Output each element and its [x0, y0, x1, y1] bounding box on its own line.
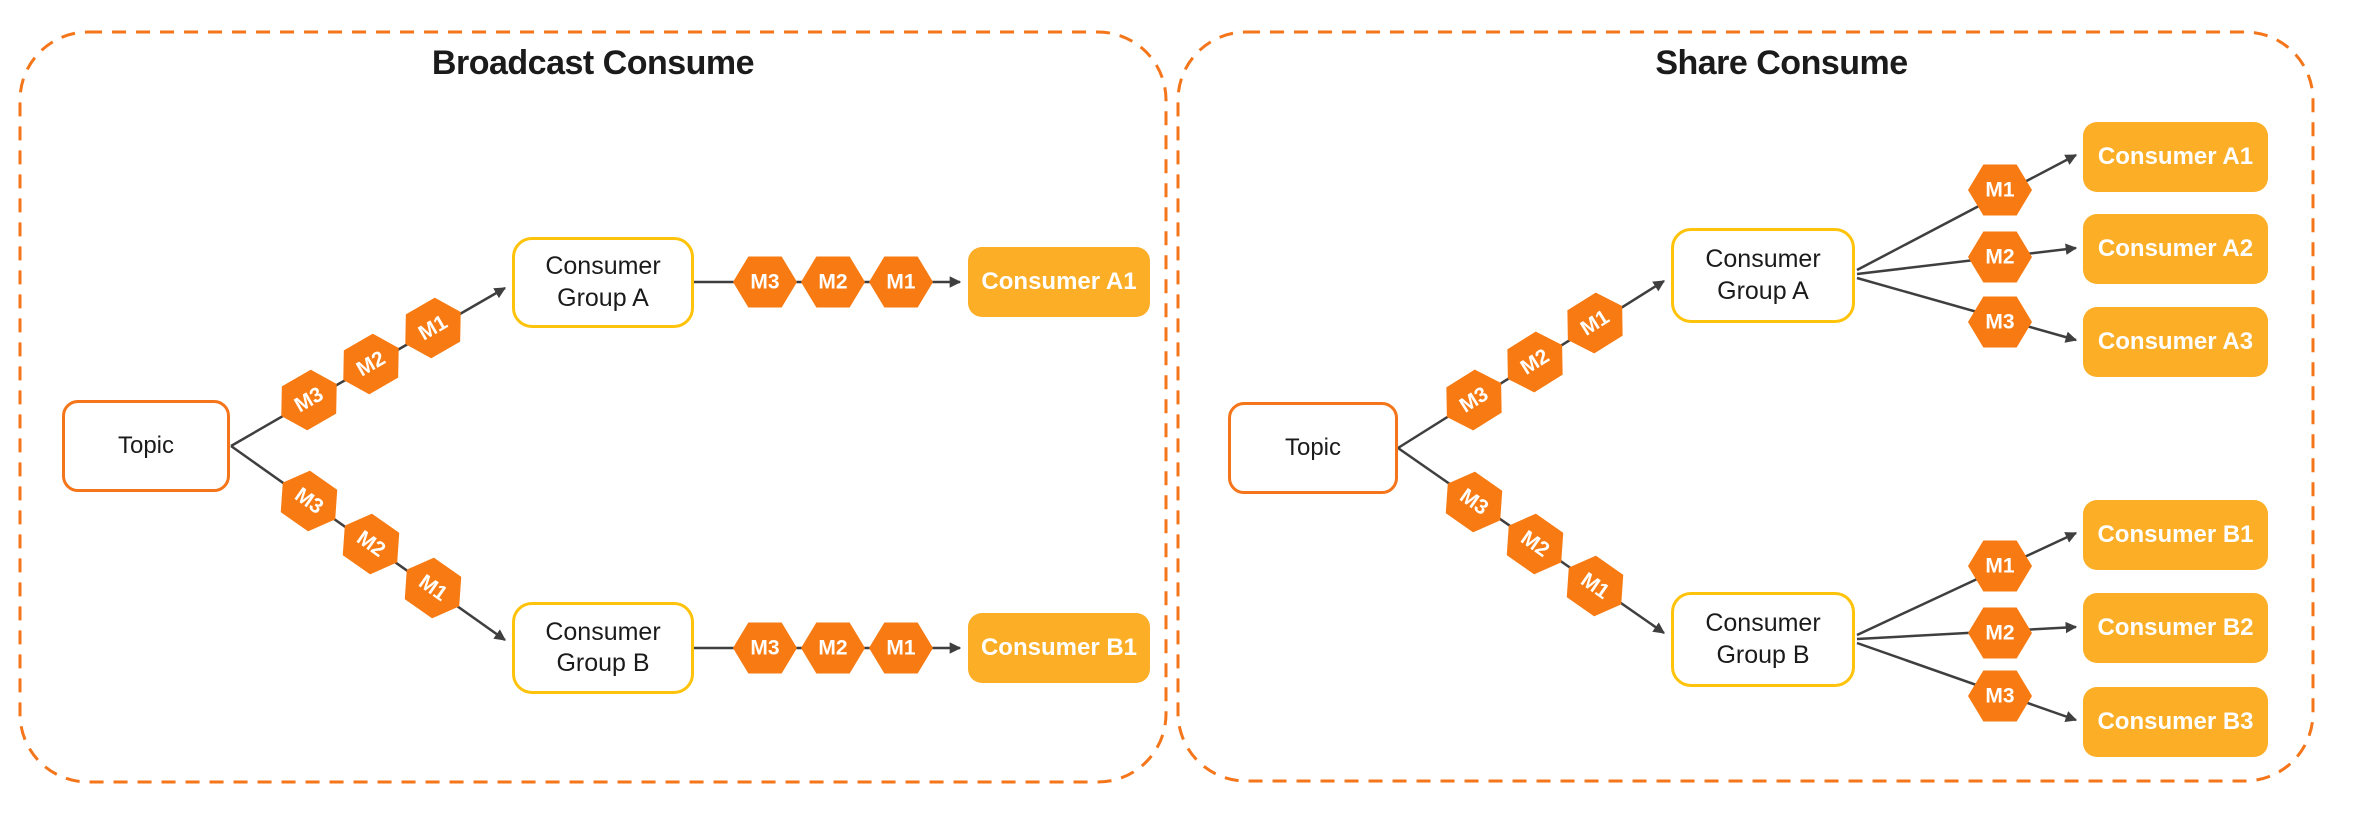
message-label: M1: [886, 636, 916, 659]
arrow-share-group-a-to-consumer-a2: [1856, 243, 2078, 276]
message-label: M1: [1985, 554, 2015, 577]
broadcast-consumer-group-b-node: Consumer Group B: [512, 602, 694, 694]
share-consumer-b1-label: Consumer B1: [2097, 521, 2254, 548]
message-label: M2: [818, 270, 848, 293]
message-label: M2: [818, 636, 848, 659]
share-consumer-a2-node: Consumer A2: [2083, 214, 2268, 284]
message-label: M1: [886, 270, 916, 293]
message-label: M3: [1985, 310, 2015, 333]
message-label: M2: [1985, 621, 2015, 644]
message-label: M3: [750, 270, 780, 293]
share-consumer-b2-label: Consumer B2: [2097, 614, 2254, 641]
message-hexagon-m1: M1: [1968, 540, 2032, 592]
share-group-b-label: Consumer Group B: [1705, 609, 1821, 669]
message-label: M1: [1985, 178, 2015, 201]
message-label: M1: [414, 310, 452, 345]
share-consumer-group-a-node: Consumer Group A: [1671, 228, 1855, 323]
message-label: M2: [352, 525, 390, 562]
broadcast-group-b-label: Consumer Group B: [545, 617, 661, 677]
broadcast-group-a-label: Consumer Group A: [545, 252, 661, 312]
message-hexagon-m3: M3: [1968, 670, 2032, 722]
share-group-a-label: Consumer Group A: [1705, 245, 1821, 305]
message-hexagon-m1: M1: [869, 622, 933, 674]
share-topic-node: Topic: [1228, 402, 1398, 494]
message-label: M2: [1516, 525, 1554, 562]
share-topic-label: Topic: [1284, 434, 1342, 461]
message-hexagon-m1: M1: [1968, 164, 2032, 216]
share-consumer-a1-label: Consumer A1: [2097, 143, 2254, 170]
message-hexagon-m3: M3: [733, 622, 797, 674]
message-hexagon-m2: M2: [1968, 607, 2032, 659]
message-hexagon-m2: M2: [801, 256, 865, 308]
broadcast-consumer-b1-label: Consumer B1: [980, 634, 1138, 661]
message-hexagon-m2: M2: [1968, 231, 2032, 283]
message-label: M3: [1455, 483, 1493, 520]
share-consumer-b2-node: Consumer B2: [2083, 593, 2268, 663]
broadcast-consumer-a1-node: Consumer A1: [968, 247, 1150, 317]
arrow-share-group-b-to-consumer-b3: [1856, 641, 2078, 722]
share-consumer-a3-node: Consumer A3: [2083, 307, 2268, 377]
arrow-share-group-a-to-consumer-a3: [1856, 276, 2078, 343]
share-consumer-b1-node: Consumer B1: [2083, 500, 2268, 570]
broadcast-topic-node: Topic: [62, 400, 230, 492]
message-label: M2: [1516, 344, 1554, 380]
message-label: M3: [1455, 382, 1493, 418]
message-label: M3: [750, 636, 780, 659]
share-consumer-b3-node: Consumer B3: [2083, 687, 2268, 757]
broadcast-consumer-a1-label: Consumer A1: [981, 268, 1137, 295]
broadcast-consumer-b1-node: Consumer B1: [968, 613, 1150, 683]
message-label: M3: [290, 382, 328, 417]
arrow-share-group-b-to-consumer-b2: [1856, 621, 2078, 641]
arrow-share-group-a-to-consumer-a1: [1856, 153, 2078, 272]
share-consumer-a2-label: Consumer A2: [2097, 235, 2254, 262]
broadcast-consumer-group-a-node: Consumer Group A: [512, 237, 694, 328]
message-hexagon-m3: M3: [1968, 296, 2032, 348]
message-label: M3: [1985, 684, 2015, 707]
share-consumer-a1-node: Consumer A1: [2083, 122, 2268, 192]
share-consumer-a3-label: Consumer A3: [2097, 328, 2254, 355]
message-label: M2: [352, 346, 390, 381]
message-label: M1: [414, 569, 452, 606]
broadcast-panel-border: [18, 30, 1168, 784]
broadcast-topic-label: Topic: [117, 432, 175, 459]
message-label: M1: [1576, 305, 1614, 341]
share-panel-title: Share Consume: [1655, 44, 1908, 82]
message-label: M2: [1985, 245, 2015, 268]
broadcast-panel-title: Broadcast Consume: [431, 44, 755, 82]
message-hexagon-m3: M3: [733, 256, 797, 308]
share-consumer-b3-label: Consumer B3: [2097, 708, 2254, 735]
message-label: M3: [290, 482, 328, 519]
arrow-share-group-b-to-consumer-b1: [1856, 531, 2078, 637]
message-label: M1: [1576, 567, 1614, 604]
share-consumer-group-b-node: Consumer Group B: [1671, 592, 1855, 687]
message-hexagon-m2: M2: [801, 622, 865, 674]
message-hexagon-m1: M1: [869, 256, 933, 308]
